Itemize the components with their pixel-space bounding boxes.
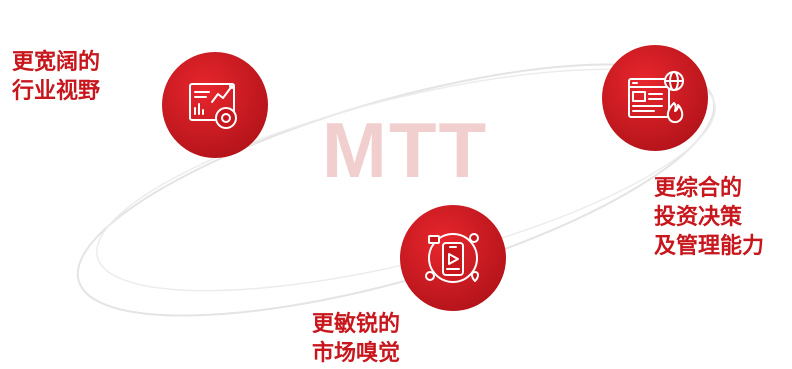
media-player-icon: [400, 205, 506, 311]
node-investment-decision: [602, 45, 708, 151]
label-line: 更综合的: [654, 176, 743, 201]
label-line: 及管理能力: [654, 234, 765, 259]
label-line: 行业视野: [12, 79, 101, 104]
label-line: 更敏锐的: [312, 312, 401, 337]
label-market-sense: 更敏锐的 市场嗅觉: [312, 310, 400, 368]
global-spreadsheet-icon: [602, 45, 708, 151]
label-industry-vision: 更宽阔的 行业视野: [12, 48, 100, 106]
node-industry-vision: [162, 52, 268, 158]
center-title: MTT: [321, 105, 489, 194]
node-market-sense: [400, 205, 506, 311]
label-line: 投资决策: [654, 205, 743, 230]
label-line: 市场嗅觉: [312, 341, 401, 366]
label-line: 更宽阔的: [12, 50, 101, 75]
label-investment-decision: 更综合的 投资决策 及管理能力: [654, 174, 764, 261]
analytics-dashboard-icon: [162, 52, 268, 158]
